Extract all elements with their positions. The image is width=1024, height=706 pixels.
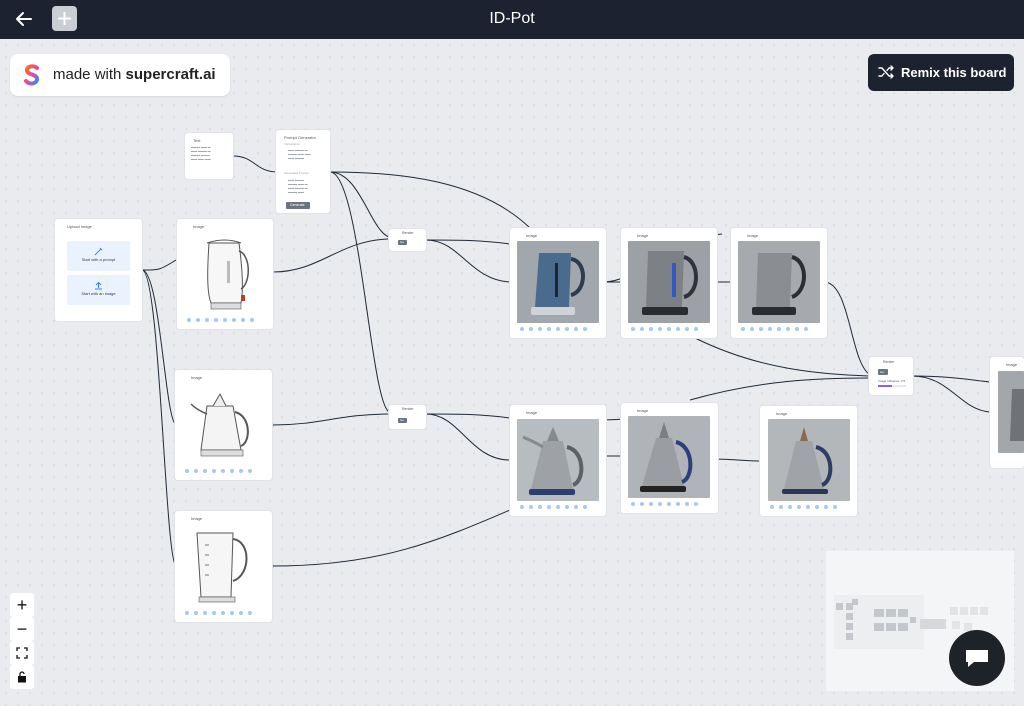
magic-wand-icon [94,247,103,256]
node-title: Image [526,233,538,238]
image-node-render-7[interactable]: Image [990,357,1024,468]
remix-board-button[interactable]: Remix this board [868,54,1014,91]
node-title: Image [191,375,203,380]
node-title: Text [193,138,201,143]
node-title: Image [191,516,203,521]
fit-view-icon [16,647,28,659]
node-title: Image [747,233,759,238]
node-title: Render [883,360,895,364]
lock-icon [18,671,26,683]
kettle-sketch-image [206,239,249,310]
node-title: Render [402,407,414,411]
generated-prompt-text: ▬▬ ▬▬▬▬▬▬ ▬▬ ▬▬▬ ▬▬▬ ▬▬▬▬ ▬▬ [288,178,308,194]
node-toolbar[interactable] [187,318,263,323]
supercraft-logo-icon [24,64,40,86]
brand-text: made with supercraft.ai [53,66,216,83]
start-with-image-button[interactable]: Start with an image [67,275,130,305]
pyramid-kettle-image [768,419,850,501]
node-toolbar[interactable] [520,505,596,510]
instructions-text: ▬▬ ▬▬▬ ▬▬▬▬ ▬▬ ▬▬▬▬ ▬▬▬ [288,148,311,160]
board-title: ID-Pot [489,10,535,27]
kettle-image [998,371,1024,453]
node-title: Image [193,224,205,229]
node-toolbar[interactable] [520,327,596,332]
image-influence-slider[interactable] [878,385,906,387]
node-toolbar[interactable] [770,505,847,510]
instructions-label: Instructions [284,142,300,146]
text-node[interactable]: Text ▬▬▬ ▬▬ ▬▬▬ ▬▬▬ ▬▬▬▬ ▬▬▬▬▬ ▬▬ ▬▬ [185,133,233,179]
image-node-sketch-1[interactable]: Image [177,219,273,329]
arrow-left-icon[interactable] [14,9,34,29]
silver-kettle-image [738,241,820,323]
image-node-sketch-2[interactable]: Image [175,370,272,480]
render-node-3[interactable]: Render Go Image Influence: 0.5 [869,357,913,395]
node-title: Image [637,408,649,413]
node-title: Image [637,233,649,238]
start-with-prompt-button[interactable]: Start with a prompt [67,241,130,271]
fit-view-button[interactable] [10,641,34,665]
generated-prompt-label: Generated Prompt [284,171,309,175]
upload-icon [95,281,102,290]
image-node-render-1[interactable]: Image [510,228,606,338]
image-node-render-3[interactable]: Image [731,228,827,338]
kettle-sketch-image [190,392,249,457]
blue-kettle-image [517,241,599,323]
render-go-button[interactable]: Go [878,369,888,375]
generate-button[interactable]: Generate [286,202,310,209]
add-node-button[interactable] [52,6,77,31]
top-bar: ID-Pot [0,0,1024,39]
node-toolbar[interactable] [741,327,817,332]
node-toolbar[interactable] [631,502,708,507]
shuffle-icon [878,65,894,79]
render-go-button[interactable]: Go [398,418,407,423]
upload-image-node[interactable]: Upload Image Start with a prompt Start w… [55,219,142,321]
plus-icon [58,12,71,25]
render-node-1[interactable]: Render Go [389,229,426,251]
minimap-shapes [834,595,988,649]
silver-kettle-image [628,241,710,323]
node-title: Upload Image [67,224,92,229]
image-node-render-5[interactable]: Image [621,403,718,513]
chat-button[interactable] [949,630,1005,686]
lock-button[interactable] [10,665,34,689]
node-title: Render [402,231,414,235]
image-node-render-2[interactable]: Image [621,228,717,338]
node-toolbar[interactable] [631,327,707,332]
node-toolbar[interactable] [185,469,262,474]
node-title: Image [1006,362,1018,367]
pyramid-kettle-image [628,416,710,498]
pyramid-kettle-image [517,419,599,501]
image-influence-label: Image Influence: 0.5 [878,379,906,383]
image-node-sketch-3[interactable]: Image [175,511,272,622]
text-node-body: ▬▬▬ ▬▬ ▬▬▬ ▬▬▬ ▬▬▬▬ ▬▬▬▬▬ ▬▬ ▬▬ [191,145,211,161]
node-toolbar[interactable] [185,611,262,616]
node-title: Prompt Generator [284,135,317,140]
made-with-supercraft-badge[interactable]: made with supercraft.ai [10,54,230,96]
zoom-in-button[interactable]: + [10,593,34,617]
node-title: Image [526,410,538,415]
render-node-2[interactable]: Render Go [389,405,426,429]
chat-bubble-icon [966,650,988,667]
prompt-generator-node[interactable]: Prompt Generator Instructions ▬▬ ▬▬▬ ▬▬▬… [276,130,330,213]
kettle-sketch-image [196,532,248,603]
zoom-out-button[interactable]: − [10,617,34,641]
node-title: Image [776,411,788,416]
image-node-render-6[interactable]: Image [760,406,857,516]
render-go-button[interactable]: Go [398,240,407,245]
image-node-render-4[interactable]: Image [510,405,606,516]
remix-label: Remix this board [901,65,1007,80]
